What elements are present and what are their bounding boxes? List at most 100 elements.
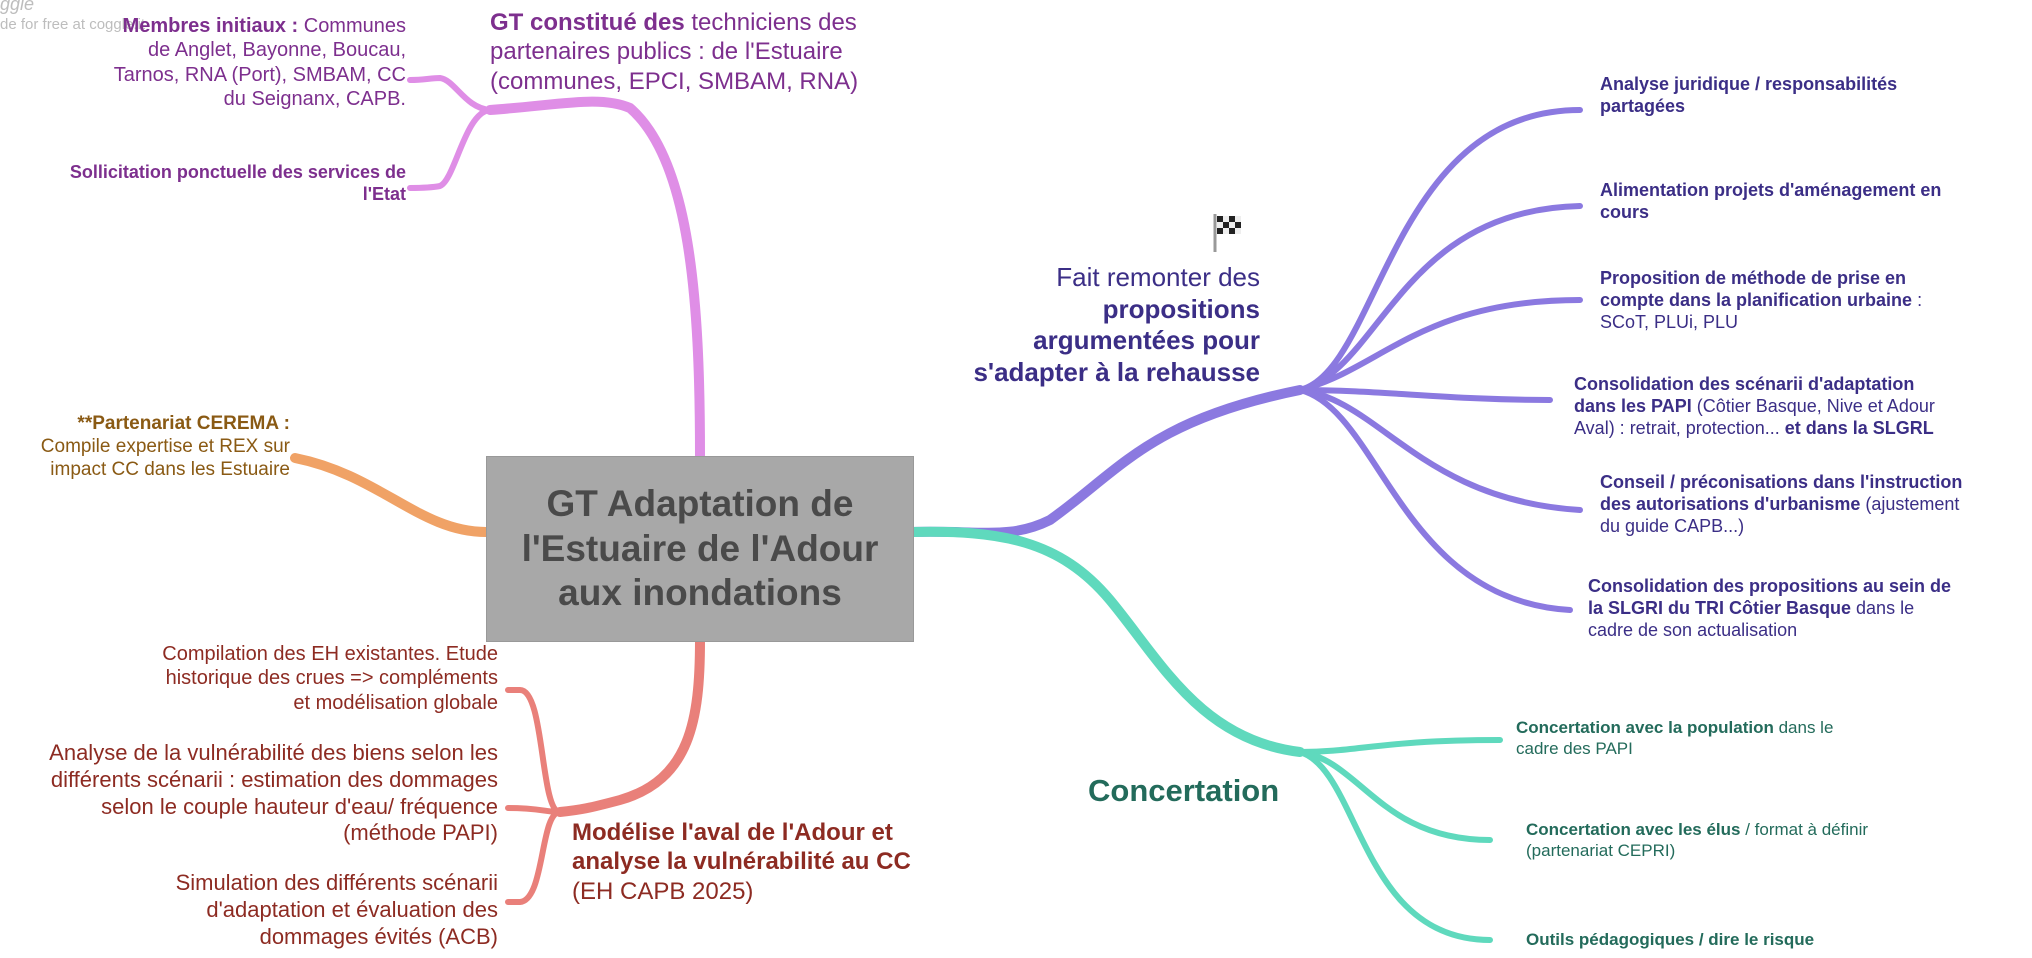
connector-top-sollicitation <box>407 107 493 191</box>
concertation-child-population[interactable]: Concertation avec la population dans le … <box>1516 718 1976 759</box>
cerema-line2: Compile expertise et REX sur <box>40 436 290 458</box>
alimentation-line2: cours <box>1600 201 1650 222</box>
checkered-flag-icon <box>1213 214 1241 252</box>
members-bold: Membres initiaux : <box>122 15 299 37</box>
connector-bottom-c1 <box>505 687 563 815</box>
simulation-line1: Simulation des différents scénarii <box>175 870 498 895</box>
outils-line1: Outils pédagogiques / dire le risque <box>1526 930 1815 949</box>
sollicitation-line1: Sollicitation ponctuelle des services de <box>69 162 406 182</box>
coggle-watermark-logo: ggle <box>0 0 35 14</box>
top-branch-title-line2: partenaires publics : de l'Estuaire <box>490 38 843 66</box>
central-node[interactable]: GT Adaptation de l'Estuaire de l'Adour a… <box>486 456 914 642</box>
slgri-line3: cadre de son actualisation <box>1588 619 1798 640</box>
elus-line2: (partenariat CEPRI) <box>1526 840 1676 860</box>
connector-right-c2 <box>1297 203 1583 393</box>
connector-right-c1 <box>1297 107 1583 393</box>
population-bold: Concertation avec la population <box>1516 718 1774 737</box>
bottom-title-line3: (EH CAPB 2025) <box>572 877 754 905</box>
connector-right-c6 <box>1297 387 1573 613</box>
juridique-line1: Analyse juridique / responsabilités <box>1600 74 1898 94</box>
right-child-slgri[interactable]: Consolidation des propositions au sein d… <box>1588 576 2028 642</box>
connector-right-c3 <box>1297 297 1583 393</box>
sollicitation-line2: l'Etat <box>362 183 406 204</box>
scenarii-line2-bold: dans les PAPI <box>1574 395 1692 416</box>
top-branch-title-rest: techniciens des <box>684 9 857 36</box>
juridique-line2: partagées <box>1600 95 1686 116</box>
alimentation-line1: Alimentation projets d'aménagement en <box>1600 180 1942 200</box>
top-branch-title-line3: (communes, EPCI, SMBAM, RNA) <box>490 67 859 95</box>
connector-concertation-main <box>907 526 1305 757</box>
compilation-line1: Compilation des EH existantes. Etude <box>162 643 498 665</box>
cerema-line3: impact CC dans les Estuaire <box>50 459 290 481</box>
population-rest: dans le <box>1773 718 1834 737</box>
connector-concertation-c2 <box>1297 749 1493 843</box>
slgri-line2: la SLGRI du TRI Côtier Basque <box>1588 597 1852 618</box>
scenarii-line3-bold: et dans la SLGRL <box>1784 417 1934 438</box>
compilation-line3: et modélisation globale <box>293 691 498 714</box>
central-line-3: aux inondations <box>558 572 842 614</box>
top-branch-title[interactable]: GT constitué des techniciens des partena… <box>490 8 858 96</box>
bottom-title-line2: analyse la vulnérabilité au CC <box>572 848 911 876</box>
members-rest: Communes <box>298 15 406 37</box>
methode-line1: Proposition de méthode de prise en <box>1600 268 1907 288</box>
right-branch-title[interactable]: Fait remonter des propositions argumenté… <box>900 262 1260 389</box>
bottom-branch-title[interactable]: Modélise l'aval de l'Adour et analyse la… <box>572 818 911 906</box>
connector-right-c4 <box>1297 387 1553 403</box>
cerema-line1: **Partenariat CEREMA : <box>77 413 290 434</box>
slgri-line1: Consolidation des propositions au sein d… <box>1588 576 1952 596</box>
right-title-line2: propositions <box>1102 293 1260 324</box>
scenarii-line1: Consolidation des scénarii d'adaptation <box>1574 374 1915 394</box>
analyse-line4: (méthode PAPI) <box>343 820 498 846</box>
top-branch-title-bold: GT constitué des <box>490 9 685 36</box>
slgri-line2-rest: dans le <box>1851 597 1915 618</box>
bottom-child-simulation[interactable]: Simulation des différents scénarii d'ada… <box>40 870 498 950</box>
bottom-title-line1: Modélise l'aval de l'Adour et <box>572 819 893 846</box>
bottom-child-compilation[interactable]: Compilation des EH existantes. Etude his… <box>60 642 498 715</box>
members-line2: de Anglet, Bayonne, Boucau, <box>148 39 406 62</box>
coggle-watermark-line: de for free at coggle.it <box>0 16 146 33</box>
simulation-line3: dommages évités (ACB) <box>259 923 498 949</box>
connector-left <box>290 453 491 537</box>
bottom-child-analyse[interactable]: Analyse de la vulnérabilité des biens se… <box>0 740 498 847</box>
elus-bold: Concertation avec les élus <box>1526 820 1741 839</box>
right-title-line4: s'adapter à la rehausse <box>973 357 1260 388</box>
analyse-line3: selon le couple hauteur d'eau/ fréquence <box>101 793 498 819</box>
right-child-juridique[interactable]: Analyse juridique / responsabilités part… <box>1600 74 2020 118</box>
right-child-alimentation[interactable]: Alimentation projets d'aménagement en co… <box>1600 180 2020 224</box>
analyse-line2: différents scénarii : estimation des dom… <box>50 766 498 792</box>
top-child-sollicitation[interactable]: Sollicitation ponctuelle des services de… <box>0 162 406 206</box>
methode-line2-bold: compte dans la planification urbaine <box>1600 289 1913 310</box>
connector-top-members <box>407 74 493 113</box>
elus-rest: / format à définir <box>1740 820 1869 839</box>
methode-line2-rest: : <box>1912 289 1923 310</box>
scenarii-line3-rest: Aval) : retrait, protection... <box>1574 417 1785 438</box>
methode-line3: SCoT, PLUi, PLU <box>1600 311 1739 332</box>
conseil-line2-bold: des autorisations d'urbanisme <box>1600 493 1861 514</box>
population-line2: cadre des PAPI <box>1516 738 1633 758</box>
conseil-line1: Conseil / préconisations dans l'instruct… <box>1600 472 1963 492</box>
concertation-child-elus[interactable]: Concertation avec les élus / format à dé… <box>1526 820 1986 861</box>
conseil-line2-rest: (ajustement <box>1860 493 1960 514</box>
connector-concertation-c1 <box>1297 737 1503 755</box>
central-line-1: GT Adaptation de <box>546 483 854 525</box>
connector-right-main <box>907 385 1305 538</box>
connector-bottom-main <box>555 635 705 817</box>
right-child-conseil[interactable]: Conseil / préconisations dans l'instruct… <box>1600 472 2030 538</box>
connector-top-main <box>485 96 705 461</box>
right-title-line3: argumentées pour <box>1033 325 1260 356</box>
members-line3: Tarnos, RNA (Port), SMBAM, CC <box>113 63 406 86</box>
top-child-members[interactable]: Membres initiaux : Communes de Anglet, B… <box>40 14 406 112</box>
connector-bottom-c3 <box>505 809 563 905</box>
scenarii-line2-rest: (Côtier Basque, Nive et Adour <box>1691 395 1935 416</box>
right-child-methode[interactable]: Proposition de méthode de prise en compt… <box>1600 268 2020 334</box>
concertation-child-outils[interactable]: Outils pédagogiques / dire le risque <box>1526 930 1986 951</box>
connector-concertation-c3 <box>1297 749 1493 943</box>
connector-right-c5 <box>1297 387 1583 513</box>
right-child-scenarii[interactable]: Consolidation des scénarii d'adaptation … <box>1574 374 2024 440</box>
members-line4: du Seignanx, CAPB. <box>223 88 406 111</box>
concertation-title[interactable]: Concertation <box>1088 773 1280 808</box>
connector-bottom-c2 <box>505 805 563 815</box>
conseil-line3: du guide CAPB...) <box>1600 515 1745 536</box>
left-branch-cerema[interactable]: **Partenariat CEREMA : Compile expertise… <box>0 412 290 482</box>
